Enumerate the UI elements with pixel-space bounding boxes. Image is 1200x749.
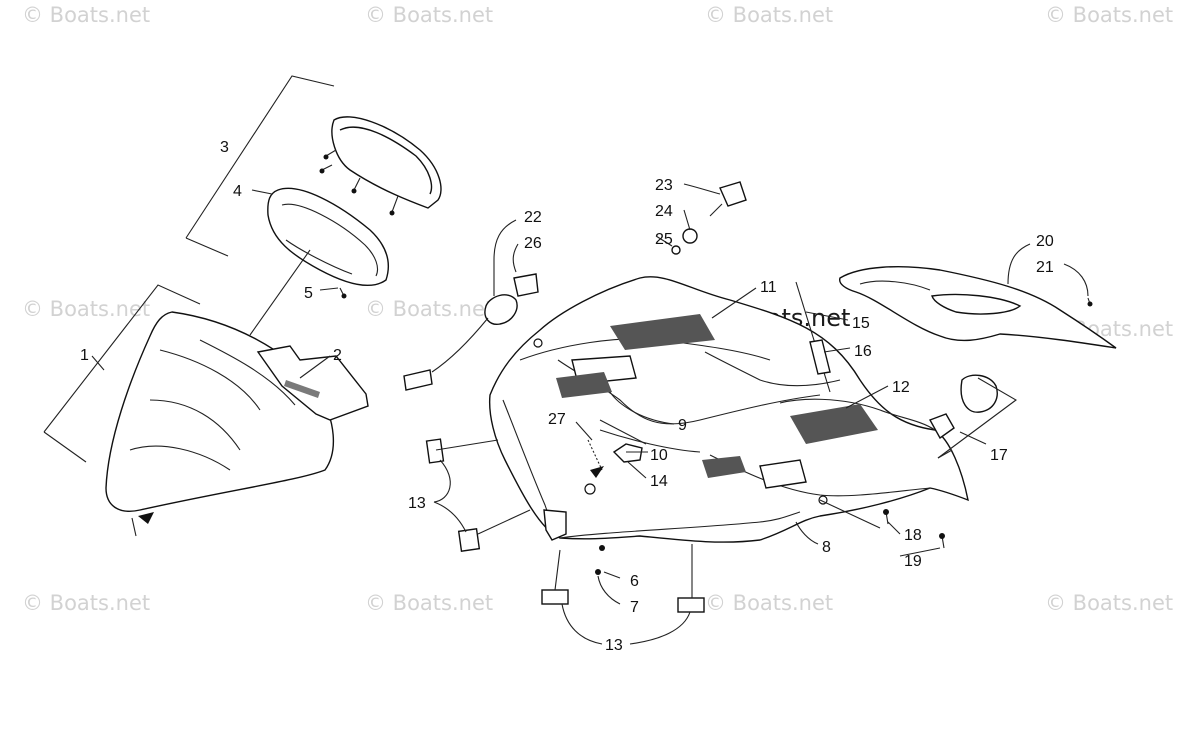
- callout-16: 16: [854, 343, 872, 360]
- watermark-text: © Boats.net: [705, 3, 833, 27]
- hood-part: [488, 276, 969, 543]
- watermark-text: © Boats.net: [22, 591, 150, 615]
- callout-18: 18: [904, 527, 922, 544]
- callout-13: 13: [408, 495, 426, 512]
- watermark-text: © Boats.net: [1045, 591, 1173, 615]
- callout-8: 8: [822, 539, 831, 556]
- callout-14: 14: [650, 473, 668, 490]
- callout-26: 26: [524, 235, 542, 252]
- key-part: [671, 181, 747, 255]
- callout-20: 20: [1036, 233, 1054, 250]
- rod-part: [795, 281, 831, 393]
- watermark-text: © Boats.net: [705, 591, 833, 615]
- callout-13: 13: [605, 637, 623, 654]
- callout-21: 21: [1036, 259, 1054, 276]
- callout-11: 11: [760, 279, 777, 296]
- screw-part: [339, 287, 347, 299]
- callout-9: 9: [678, 417, 687, 434]
- screws-part: [883, 509, 945, 549]
- callout-24: 24: [655, 203, 673, 220]
- callout-7: 7: [630, 599, 639, 616]
- spring-part: [587, 439, 603, 471]
- emblem-part: [612, 443, 643, 463]
- lock-part: [928, 374, 998, 440]
- gauge-part: [319, 116, 442, 216]
- callout-3: 3: [220, 139, 229, 156]
- callout-5: 5: [304, 285, 313, 302]
- callout-25: 25: [655, 231, 673, 248]
- watermark-text: © Boats.net: [365, 297, 493, 321]
- callout-19: 19: [904, 553, 922, 570]
- callout-1: 1: [80, 347, 89, 364]
- windshield-part: [105, 311, 335, 512]
- callout-10: 10: [650, 447, 668, 464]
- harness-part: [403, 273, 539, 391]
- rear-cover-part: [839, 266, 1117, 349]
- watermarks: © Boats.net © Boats.net © Boats.net © Bo…: [22, 3, 1173, 615]
- callouts: 1 2 3 4 5 6 7 8 9 10 11 12 13 13 14 15 1…: [80, 139, 1054, 654]
- callout-6: 6: [630, 573, 639, 590]
- callout-27: 27: [548, 411, 566, 428]
- callout-2: 2: [333, 347, 342, 364]
- watermark-text: © Boats.net: [22, 297, 150, 321]
- windshield-bracket-part: [256, 345, 369, 421]
- callout-22: 22: [524, 209, 542, 226]
- callout-17: 17: [990, 447, 1008, 464]
- watermark-text: © Boats.net: [365, 3, 493, 27]
- watermark-text: © Boats.net: [1045, 3, 1173, 27]
- watermark-text: © Boats.net: [22, 3, 150, 27]
- callout-4: 4: [233, 183, 242, 200]
- callout-12: 12: [892, 379, 910, 396]
- hinge-part: [543, 509, 605, 575]
- watermark-text: © Boats.net: [365, 591, 493, 615]
- leader-lines: [43, 75, 1089, 645]
- gauge-housing-part: [267, 187, 389, 287]
- callout-23: 23: [655, 177, 673, 194]
- callout-15: 15: [852, 315, 870, 332]
